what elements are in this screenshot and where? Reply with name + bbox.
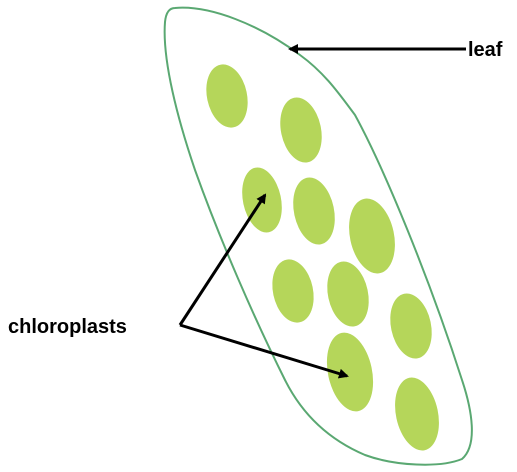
chloroplasts-label: chloroplasts (8, 316, 127, 338)
leaf-label: leaf (468, 39, 503, 61)
